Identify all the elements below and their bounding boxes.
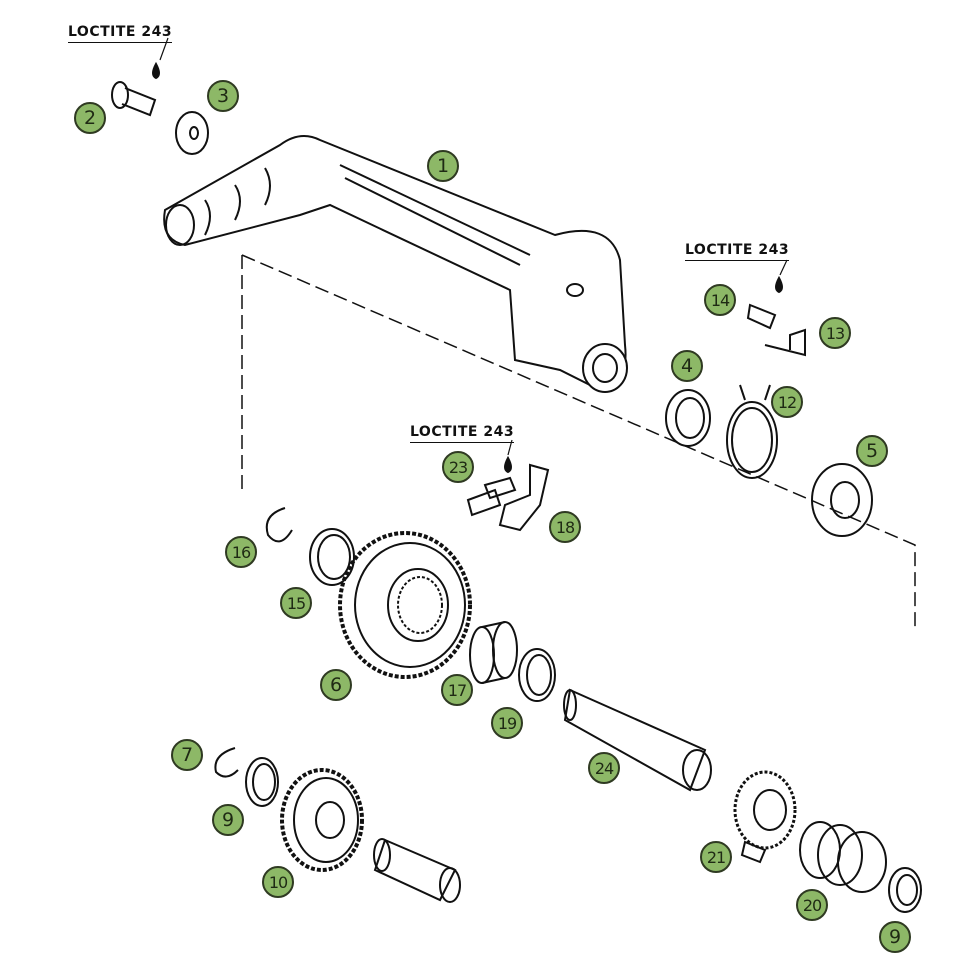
assembly-axis-line (241, 254, 916, 632)
callout-23[interactable]: 23 (442, 451, 474, 483)
loctite-drop (775, 275, 783, 294)
loctite-drop (504, 455, 512, 474)
washer-part-9 (245, 757, 279, 807)
callout-2[interactable]: 2 (74, 102, 106, 134)
callout-3[interactable]: 3 (207, 80, 239, 112)
ratchet-gear-part-21 (733, 770, 797, 864)
screws-part-23 (466, 476, 517, 517)
bracket-part-13 (764, 328, 806, 357)
callout-14[interactable]: 14 (704, 284, 736, 316)
callout-4[interactable]: 4 (671, 350, 703, 382)
callout-17[interactable]: 17 (441, 674, 473, 706)
callout-16[interactable]: 16 (225, 536, 257, 568)
callout-1[interactable]: 1 (427, 150, 459, 182)
loctite-drop (152, 61, 160, 80)
callout-20[interactable]: 20 (796, 889, 828, 921)
circlip-part-16 (265, 507, 293, 543)
loctite-label: LOCTITE 243 (685, 242, 790, 261)
gear-part-10 (280, 768, 364, 872)
spring-part-20 (799, 821, 887, 893)
seal-part-4 (665, 389, 711, 447)
callout-21[interactable]: 21 (700, 841, 732, 873)
screw-part-2 (111, 81, 157, 117)
shaft-part-24 (563, 688, 712, 792)
callout-7[interactable]: 7 (171, 739, 203, 771)
callout-19[interactable]: 19 (491, 707, 523, 739)
loctite-label: LOCTITE 243 (410, 424, 515, 443)
callout-9[interactable]: 9 (212, 804, 244, 836)
ratchet-part-18 (498, 463, 550, 532)
spring-part-12 (726, 384, 778, 479)
disc-part-5 (811, 463, 873, 537)
sleeve-part (373, 838, 461, 903)
kickstarter-lever (163, 135, 628, 393)
callout-9-b[interactable]: 9 (879, 921, 911, 953)
washer-part-9-b (888, 867, 922, 913)
callout-15[interactable]: 15 (280, 587, 312, 619)
gear-part-6 (338, 531, 472, 679)
callout-24[interactable]: 24 (588, 752, 620, 784)
loctite-label: LOCTITE 243 (68, 24, 173, 43)
washer-part-19 (518, 648, 556, 702)
callout-10[interactable]: 10 (262, 866, 294, 898)
callout-12[interactable]: 12 (771, 386, 803, 418)
callout-5[interactable]: 5 (856, 435, 888, 467)
circlip-part-7 (214, 747, 239, 778)
washer-part-3 (175, 111, 209, 155)
callout-13[interactable]: 13 (819, 317, 851, 349)
bearing-part-17 (469, 621, 518, 684)
screw-part-14 (746, 303, 777, 330)
callout-6[interactable]: 6 (320, 669, 352, 701)
callout-18[interactable]: 18 (549, 511, 581, 543)
washer-part-15 (309, 528, 355, 586)
